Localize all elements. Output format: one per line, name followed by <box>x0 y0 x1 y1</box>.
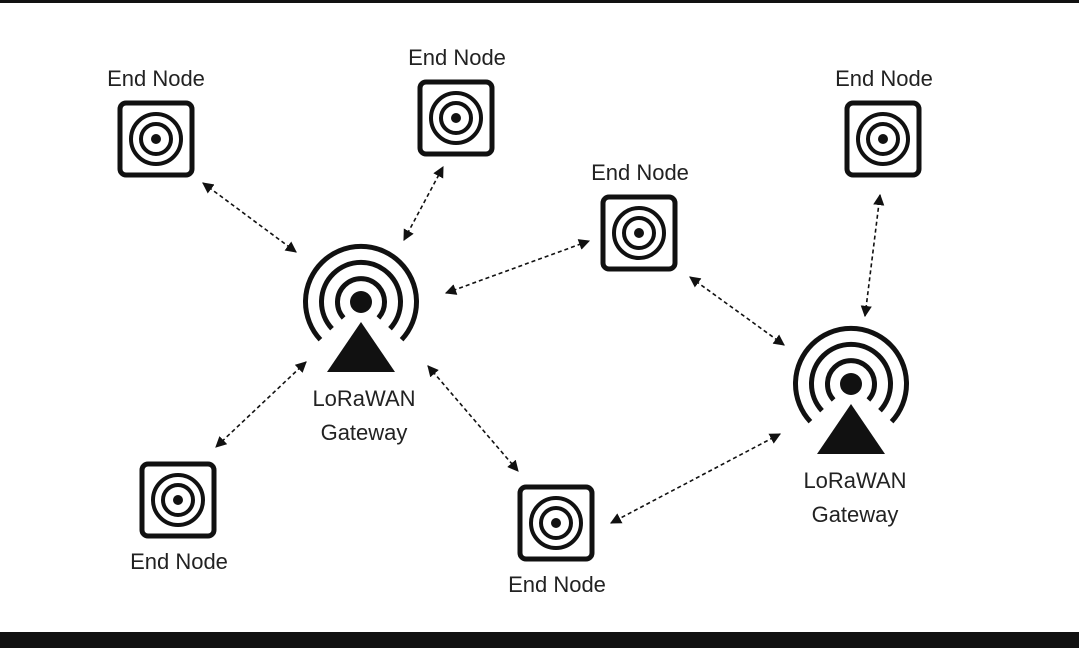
target-icon <box>120 103 192 175</box>
end-node-2: End Node <box>408 45 506 154</box>
end-node-label: End Node <box>508 572 606 597</box>
radio-tower-icon <box>796 328 907 454</box>
end-node-5: End Node <box>130 464 228 574</box>
end-node-3: End Node <box>591 160 689 269</box>
target-icon <box>847 103 919 175</box>
target-icon <box>520 487 592 559</box>
end-node-4: End Node <box>835 66 933 175</box>
link-gw2-node4 <box>860 193 885 318</box>
gateway-label-line2: Gateway <box>812 502 899 527</box>
target-icon <box>142 464 214 536</box>
end-node-1: End Node <box>107 66 205 175</box>
radio-tower-icon <box>306 246 417 372</box>
gateway-2: LoRaWAN Gateway <box>796 328 907 527</box>
bottom-border <box>0 632 1079 648</box>
gateway-label-line1: LoRaWAN <box>312 386 415 411</box>
end-node-label: End Node <box>107 66 205 91</box>
top-border <box>0 0 1079 3</box>
link-gw1-node3 <box>444 239 591 295</box>
links <box>202 166 885 524</box>
gateway-label-line2: Gateway <box>321 420 408 445</box>
end-node-label: End Node <box>408 45 506 70</box>
end-node-label: End Node <box>591 160 689 185</box>
target-icon <box>420 82 492 154</box>
link-gw1-node1 <box>202 182 297 253</box>
link-gw1-node6 <box>427 365 519 472</box>
gateway-label-line1: LoRaWAN <box>803 468 906 493</box>
gateway-1: LoRaWAN Gateway <box>306 246 417 445</box>
end-node-label: End Node <box>130 549 228 574</box>
end-node-label: End Node <box>835 66 933 91</box>
link-gw2-node6 <box>610 433 781 524</box>
link-gw1-node5 <box>215 361 307 448</box>
target-icon <box>603 197 675 269</box>
end-node-6: End Node <box>508 487 606 597</box>
link-gw1-node2 <box>403 166 444 241</box>
link-gw2-node3 <box>689 276 785 346</box>
